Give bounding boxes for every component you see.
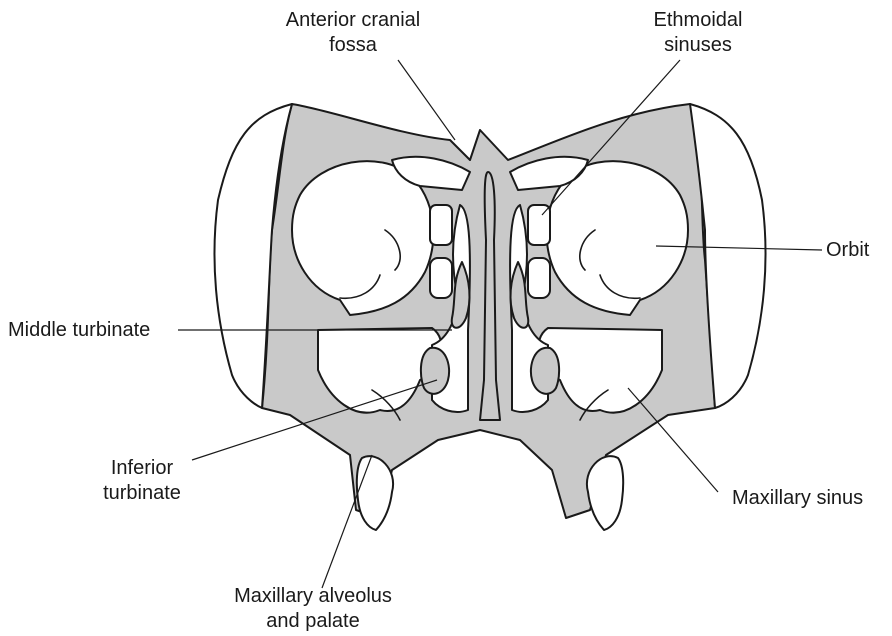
label-ethmoidal-sinuses: Ethmoidal sinuses — [648, 8, 748, 58]
label-inferior-turbinate: Inferior turbinate — [92, 456, 192, 506]
right-molar — [587, 456, 623, 530]
right-ethmoid-cell-1 — [528, 205, 550, 245]
label-anterior-cranial-fossa: Anterior cranial fossa — [278, 8, 428, 58]
label-maxillary-alveolus: Maxillary alveolus and palate — [208, 584, 418, 634]
left-ethmoid-cell-2 — [430, 258, 452, 298]
left-molar — [357, 456, 393, 530]
label-middle-turbinate: Middle turbinate — [8, 318, 150, 343]
right-inferior-turbinate — [531, 348, 559, 394]
label-orbit: Orbit — [826, 238, 869, 263]
right-ethmoid-cell-2 — [528, 258, 550, 298]
label-maxillary-sinus: Maxillary sinus — [732, 486, 863, 511]
left-ethmoid-cell-1 — [430, 205, 452, 245]
left-inferior-turbinate — [421, 348, 449, 394]
